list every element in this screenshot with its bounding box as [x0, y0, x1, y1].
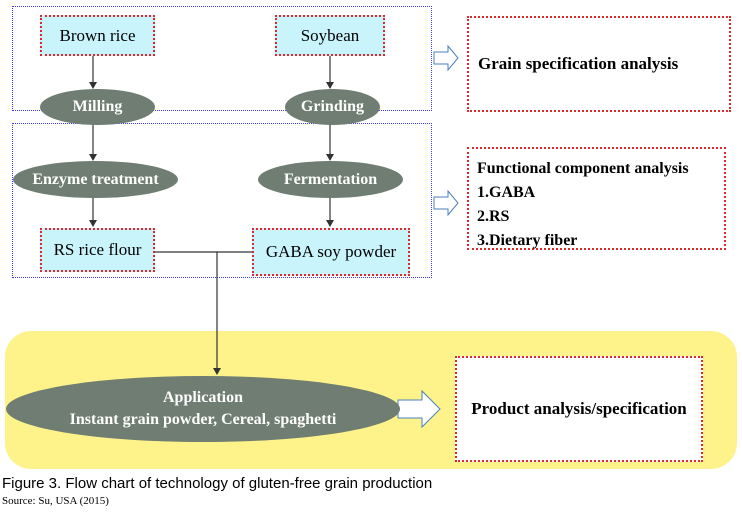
product-analysis-box: Product analysis/specification: [455, 356, 703, 462]
grinding-ellipse: Grinding: [285, 89, 380, 125]
milling-label: Milling: [72, 98, 123, 115]
grain-spec-label: Grain specification analysis: [478, 54, 679, 73]
enzyme-treatment-label: Enzyme treatment: [32, 170, 159, 188]
brown-rice-box: Brown rice: [40, 15, 155, 56]
functional-item-gaba: 1.GABA: [477, 184, 536, 201]
soybean-label: Soybean: [300, 25, 360, 45]
enzyme-treatment-ellipse: Enzyme treatment: [13, 161, 178, 198]
fermentation-label: Fermentation: [283, 170, 378, 188]
soybean-box: Soybean: [275, 15, 385, 56]
figure-source: Source: Su, USA (2015): [2, 495, 109, 507]
stage2-frame: [12, 123, 432, 278]
rs-rice-flour-label: RS rice flour: [53, 240, 142, 259]
stage1-frame: [12, 6, 432, 111]
grain-spec-box: Grain specification analysis: [467, 16, 731, 112]
block-arrow-grain-spec: [433, 44, 459, 72]
application-detail: Instant grain powder, Cereal, spaghetti: [69, 411, 337, 428]
functional-analysis-box: Functional component analysis 1.GABA 2.R…: [467, 147, 726, 250]
functional-item-rs: 2.RS: [477, 208, 510, 225]
functional-item-dietary-fiber: 3.Dietary fiber: [477, 232, 578, 249]
functional-analysis-title: Functional component analysis: [477, 160, 689, 177]
gaba-soy-powder-label: GABA soy powder: [265, 242, 397, 261]
product-analysis-label: Product analysis/specification: [471, 399, 687, 418]
brown-rice-label: Brown rice: [59, 25, 136, 45]
fermentation-ellipse: Fermentation: [258, 161, 403, 198]
grinding-label: Grinding: [300, 98, 365, 115]
milling-ellipse: Milling: [40, 89, 155, 125]
figure-caption: Figure 3. Flow chart of technology of gl…: [2, 475, 433, 492]
block-arrow-functional: [433, 189, 459, 217]
rs-rice-flour-box: RS rice flour: [40, 228, 155, 272]
gaba-soy-powder-box: GABA soy powder: [252, 228, 410, 276]
application-ellipse: Application Instant grain powder, Cereal…: [6, 376, 400, 442]
application-title: Application: [162, 389, 243, 406]
block-arrow-product: [397, 389, 441, 429]
